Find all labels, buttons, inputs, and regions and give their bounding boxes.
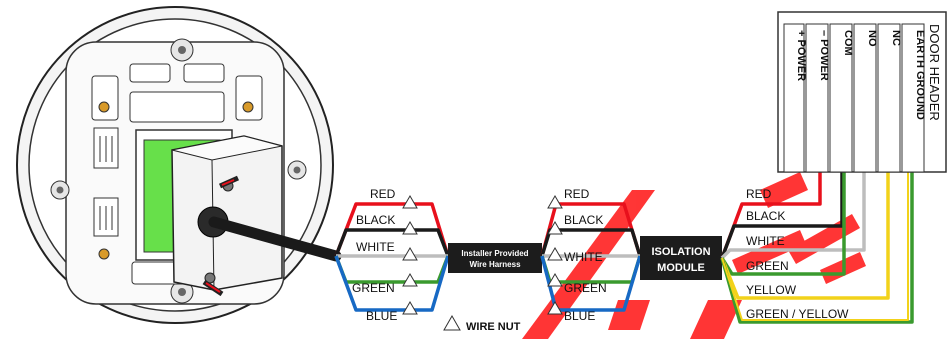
mid-wire-label-black: BLACK: [564, 213, 603, 227]
wire-green-yellow-out-b: [721, 170, 909, 321]
wire-harness-box: Installer Provided Wire Harness: [448, 243, 542, 273]
wire-harness-line1: Installer Provided: [461, 249, 528, 258]
mid-wire-label-white: WHITE: [564, 250, 603, 264]
mid-wire-label-red: RED: [564, 187, 590, 201]
wire-nut-icon: [443, 314, 461, 331]
isolation-module: ISOLATION MODULE: [640, 236, 722, 280]
output-wire-label-black: BLACK: [746, 209, 785, 223]
door-header-title: DOOR HEADER: [927, 24, 942, 121]
output-wires: [720, 170, 914, 324]
terminal-earth-ground: EARTH GROUND: [914, 30, 926, 120]
output-wire-label-green: GREEN: [746, 259, 789, 273]
output-wire-label-green-yellow: GREEN / YELLOW: [746, 307, 849, 321]
terminal-minus-power: – POWER: [818, 30, 830, 81]
mid-wire-label-blue: BLUE: [564, 309, 595, 323]
terminal-nc: NC: [890, 30, 902, 46]
reader-device: [16, 6, 342, 324]
wire-nut-legend-label: WIRE NUT: [466, 321, 521, 333]
output-wire-label-red: RED: [746, 187, 772, 201]
wire-nut-icon: [402, 195, 418, 315]
isolation-line2: MODULE: [657, 262, 705, 274]
harness-wire-label-blue: BLUE: [366, 309, 397, 323]
wire-blue-1: [334, 255, 450, 312]
wire-black-2: [540, 228, 642, 257]
harness-wire-label-green: GREEN: [352, 281, 395, 295]
output-wire-label-white: WHITE: [746, 234, 785, 248]
wire-yellow-out: [720, 170, 890, 300]
terminal-com: COM: [842, 30, 854, 56]
wire-nut-legend: WIRE NUT: [443, 314, 521, 333]
wire-green-yellow-out-a: [720, 170, 914, 324]
reader-cable: [208, 216, 342, 262]
wire-black-out: [720, 170, 844, 259]
junction-box: [171, 135, 283, 297]
wire-nut-icon: [547, 195, 563, 315]
output-wire-label-yellow: YELLOW: [746, 283, 797, 297]
terminal-no: NO: [866, 30, 878, 47]
wire-blue-2: [540, 255, 642, 312]
harness-wires: [334, 202, 450, 312]
wire-black-1: [334, 228, 450, 257]
harness-wire-label-black: BLACK: [356, 213, 395, 227]
wire-green-1: [334, 255, 450, 284]
isolation-line1: ISOLATION: [651, 246, 710, 258]
wire-white-out: [720, 170, 866, 260]
door-header: + POWER – POWER COM NO NC EARTH GROUND D…: [777, 11, 947, 173]
wire-harness-line2: Wire Harness: [469, 260, 521, 269]
harness-wire-label-red: RED: [370, 187, 396, 201]
terminal-plus-power: + POWER: [795, 30, 807, 81]
mid-wire-label-green: GREEN: [564, 281, 607, 295]
harness-wire-label-white: WHITE: [356, 240, 395, 254]
